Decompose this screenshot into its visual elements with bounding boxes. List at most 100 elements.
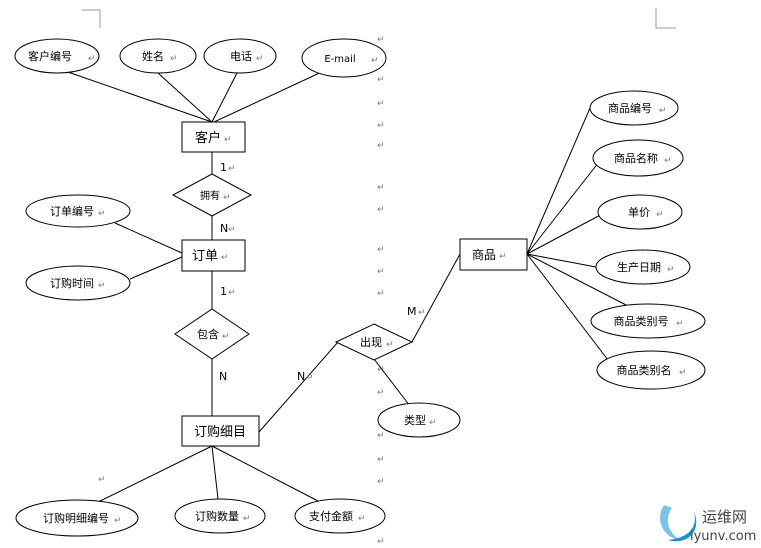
logo-swirl-icon bbox=[659, 505, 680, 540]
svg-text:↵: ↵ bbox=[243, 514, 251, 524]
svg-text:包含: 包含 bbox=[197, 327, 219, 341]
svg-text:出现: 出现 bbox=[360, 335, 382, 349]
relationship-has: 拥有 ↵ bbox=[171, 173, 253, 217]
svg-text:支付金额: 支付金额 bbox=[309, 509, 353, 523]
svg-text:订购时间: 订购时间 bbox=[50, 276, 94, 290]
svg-text:↵: ↵ bbox=[377, 289, 385, 299]
svg-text:订单: 订单 bbox=[192, 249, 218, 264]
watermark-brand: 运维网 bbox=[702, 508, 747, 526]
svg-text:↵: ↵ bbox=[377, 267, 385, 277]
attribute-phone: 电话 ↵ bbox=[203, 38, 277, 74]
svg-text:↵: ↵ bbox=[170, 54, 178, 64]
svg-text:↵: ↵ bbox=[377, 205, 385, 215]
entity-order-detail: 订购细目 bbox=[181, 415, 260, 447]
svg-text:商品类别号: 商品类别号 bbox=[614, 314, 669, 328]
attribute-customer-name: 姓名 ↵ bbox=[119, 38, 197, 74]
relationship-appears: 出现 ↵ bbox=[334, 323, 414, 361]
attribute-order-time: 订购时间 ↵ bbox=[25, 265, 131, 301]
svg-text:↵: ↵ bbox=[377, 99, 385, 109]
svg-text:E-mail: E-mail bbox=[324, 54, 355, 65]
edge-customer-name bbox=[157, 72, 213, 123]
cardinality-marks: ↵ ↵ ↵ ↵ ↵ bbox=[228, 164, 426, 383]
svg-text:↵: ↵ bbox=[656, 210, 664, 220]
edge-email bbox=[213, 69, 327, 123]
page-corner-marks bbox=[82, 8, 676, 29]
edge-product-name bbox=[526, 157, 603, 255]
svg-text:↵: ↵ bbox=[306, 373, 314, 383]
svg-text:类型: 类型 bbox=[404, 413, 426, 427]
edge-customer-id bbox=[61, 69, 213, 123]
edge-quantity bbox=[211, 445, 219, 500]
svg-text:订购明细编号: 订购明细编号 bbox=[43, 511, 109, 525]
attribute-type: 类型 ↵ bbox=[377, 402, 461, 438]
edge-unit-price bbox=[526, 211, 607, 255]
cardinalities: 1 N 1 N N M bbox=[219, 161, 417, 383]
edge-type bbox=[373, 358, 411, 407]
svg-text:生产日期: 生产日期 bbox=[617, 260, 661, 274]
entity-product: 商品 ↵ bbox=[459, 238, 528, 271]
attribute-product-id: 商品编号 ↵ bbox=[589, 90, 679, 126]
svg-text:↵: ↵ bbox=[377, 141, 385, 151]
svg-text:↵: ↵ bbox=[98, 475, 106, 485]
entity-customer: 客户 ↵ bbox=[181, 121, 246, 153]
attribute-email: E-mail ↵ bbox=[301, 38, 387, 78]
svg-text:↵: ↵ bbox=[377, 477, 385, 487]
edges bbox=[61, 69, 629, 504]
svg-text:↵: ↵ bbox=[377, 365, 385, 375]
attribute-unit-price: 单价 ↵ bbox=[597, 194, 683, 230]
attribute-detail-id: 订购明细编号 ↵ bbox=[15, 499, 139, 537]
edge-amount bbox=[211, 445, 321, 503]
svg-text:↵: ↵ bbox=[377, 121, 385, 131]
attribute-order-id: 订单编号 ↵ bbox=[25, 194, 131, 228]
edge-phone bbox=[211, 72, 238, 123]
svg-text:↵: ↵ bbox=[679, 368, 687, 378]
svg-text:↵: ↵ bbox=[377, 388, 385, 398]
svg-text:↵: ↵ bbox=[222, 332, 230, 342]
attribute-category-name: 商品类别名 ↵ bbox=[596, 350, 706, 390]
attribute-category-id: 商品类别号 ↵ bbox=[590, 303, 706, 339]
svg-text:↵: ↵ bbox=[358, 514, 366, 524]
edge-production-date bbox=[526, 253, 597, 268]
cardinality-contains-order: 1 bbox=[220, 285, 227, 298]
relationship-contains: 包含 ↵ bbox=[174, 308, 250, 360]
svg-text:↵: ↵ bbox=[98, 209, 106, 219]
edge-detail-id bbox=[95, 445, 213, 504]
svg-text:↵: ↵ bbox=[377, 183, 385, 193]
svg-text:订单编号: 订单编号 bbox=[50, 204, 94, 218]
paragraph-marks: ↵ ↵ ↵ ↵ ↵ ↵ ↵ ↵ ↵ ↵ ↵ ↵ ↵ ↵ ↵ ↵ ↵ ↵ bbox=[98, 35, 385, 547]
svg-text:↵: ↵ bbox=[228, 288, 236, 298]
svg-text:↵: ↵ bbox=[386, 340, 394, 350]
svg-text:↵: ↵ bbox=[664, 156, 672, 166]
svg-text:↵: ↵ bbox=[377, 245, 385, 255]
edge-product-id bbox=[526, 107, 591, 255]
edge-category-id bbox=[526, 253, 629, 307]
svg-text:姓名: 姓名 bbox=[142, 49, 164, 63]
svg-text:↵: ↵ bbox=[429, 418, 437, 428]
svg-text:↵: ↵ bbox=[659, 106, 667, 116]
svg-text:↵: ↵ bbox=[228, 164, 236, 174]
svg-text:商品: 商品 bbox=[472, 247, 496, 262]
svg-text:↵: ↵ bbox=[98, 281, 106, 291]
cardinality-appears-product: M bbox=[407, 305, 417, 318]
svg-text:↵: ↵ bbox=[377, 537, 385, 547]
svg-text:↵: ↵ bbox=[377, 35, 385, 45]
svg-text:电话: 电话 bbox=[230, 50, 252, 63]
svg-text:↵: ↵ bbox=[418, 308, 426, 318]
svg-text:↵: ↵ bbox=[114, 516, 122, 526]
watermark-url: iyunv.com bbox=[690, 529, 756, 544]
svg-text:↵: ↵ bbox=[377, 431, 385, 441]
svg-text:↵: ↵ bbox=[88, 54, 96, 64]
svg-text:↵: ↵ bbox=[223, 193, 231, 203]
svg-text:↵: ↵ bbox=[224, 135, 232, 145]
svg-text:订购细目: 订购细目 bbox=[194, 424, 246, 440]
svg-text:↵: ↵ bbox=[221, 253, 229, 263]
svg-text:客户: 客户 bbox=[195, 130, 221, 146]
svg-text:单价: 单价 bbox=[628, 206, 650, 219]
cardinality-appears-detail: N bbox=[297, 370, 305, 383]
logo-swirl-icon-2 bbox=[668, 512, 697, 542]
edge-order-time bbox=[129, 256, 183, 280]
cardinality-contains-detail: N bbox=[219, 370, 227, 383]
edge-order-id bbox=[114, 222, 183, 254]
svg-text:商品名称: 商品名称 bbox=[614, 151, 658, 165]
